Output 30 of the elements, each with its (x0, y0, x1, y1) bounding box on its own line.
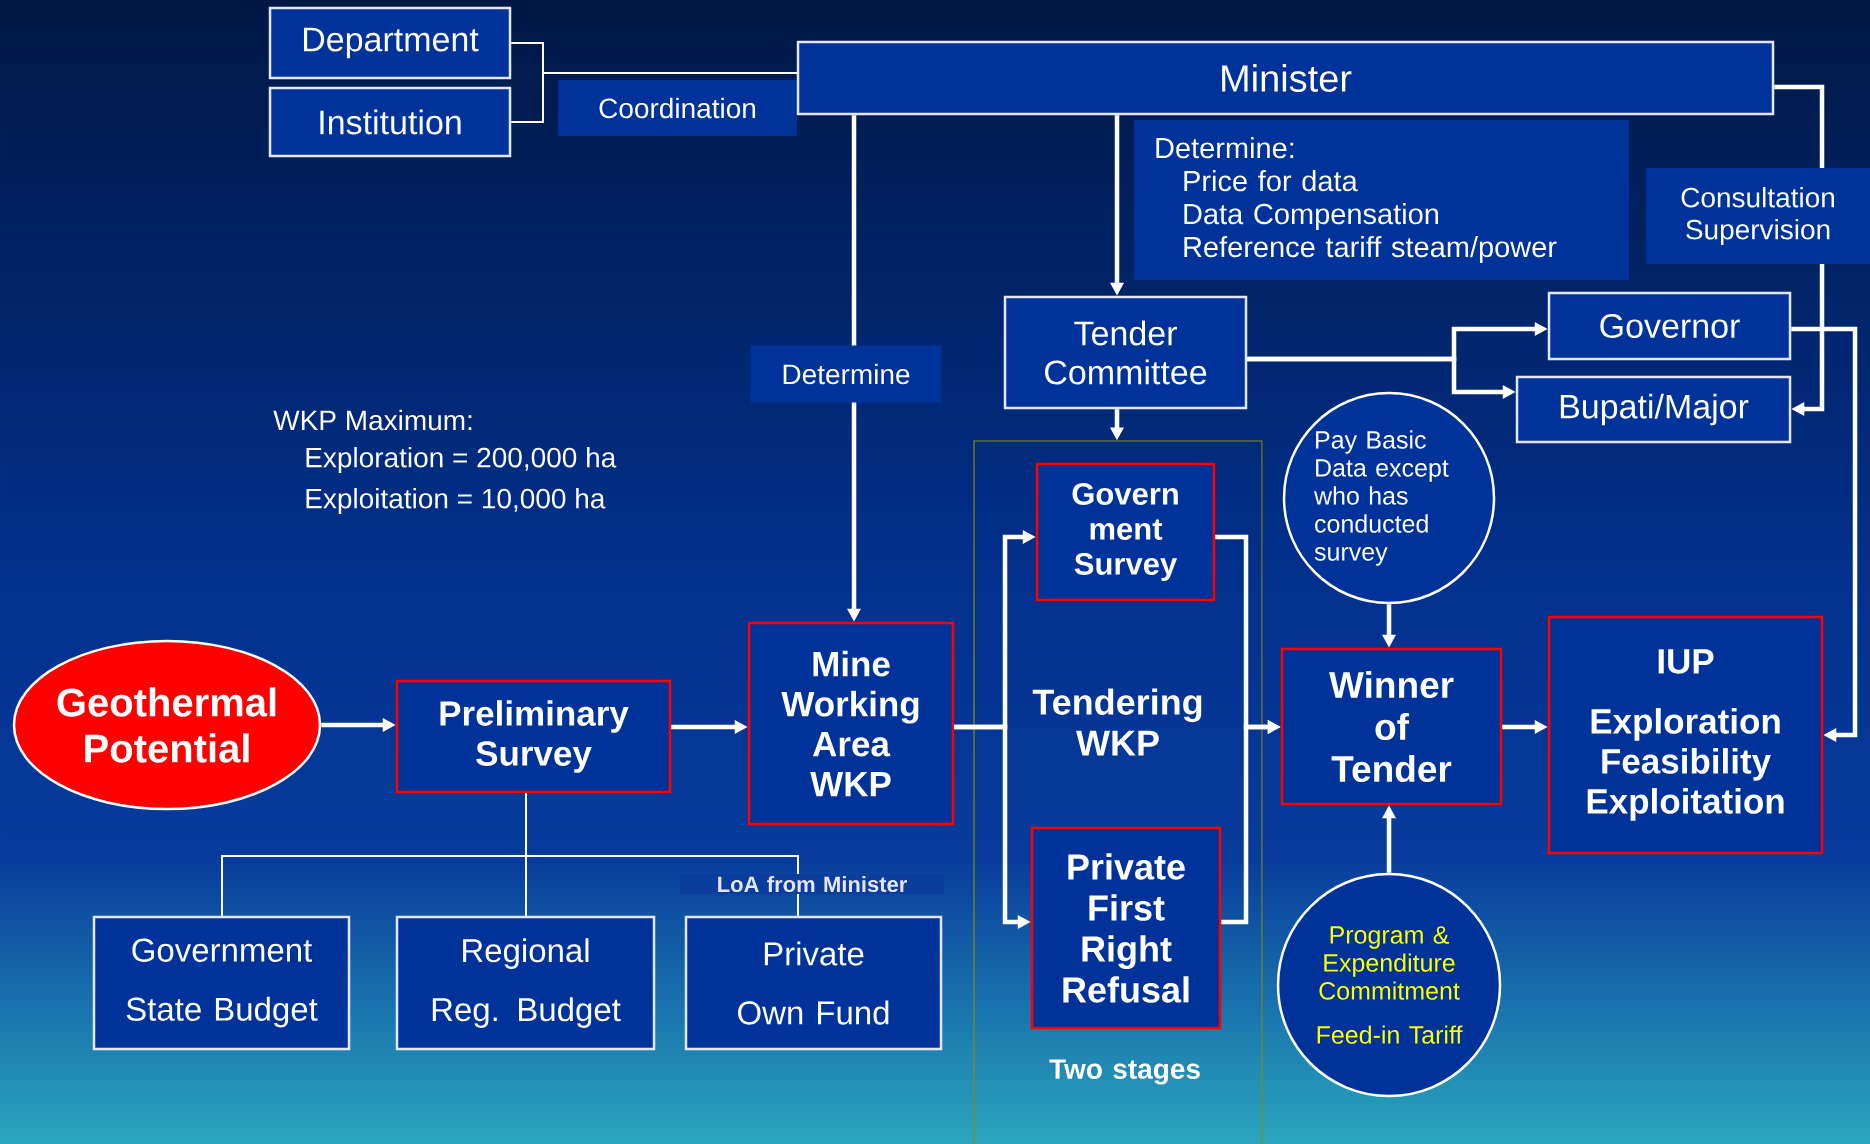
note-box: Determine: Price for data Data Compensation Reference tariff steam/power (1134, 120, 1629, 280)
connector-line (510, 72, 798, 123)
circle-node: Pay Basic Data except who has conducted survey (1282, 391, 1496, 605)
circle-node: Program & Expenditure Commitment Feed-in Tariff (1276, 872, 1502, 1098)
note-text: Exploration = 200,000 ha (306, 446, 617, 474)
funding-box: Government State Budget (92, 915, 351, 1051)
process-box: Tender Committee (1003, 295, 1248, 410)
process-box: Governor (1547, 291, 1792, 361)
edge-label: Determine (750, 345, 942, 403)
funding-box: Regional Reg. Budget (395, 915, 656, 1051)
process-box: Private First Right Refusal (1030, 826, 1222, 1030)
note-text: Exploitation = 10,000 ha (306, 487, 606, 515)
frame-title: Two stages (1049, 1059, 1200, 1085)
note-text: WKP Maximum: (273, 409, 472, 431)
process-box: Preliminary Survey (395, 679, 672, 794)
box: Minister (796, 40, 1775, 116)
process-box: Govern ment Survey (1035, 462, 1216, 602)
edge-label: LoA from Minister (680, 873, 944, 895)
process-box: Bupati/Major (1515, 375, 1792, 444)
box: Department (268, 6, 512, 80)
process-box: Mine Working Area WKP (747, 621, 955, 826)
process-box: IUP Exploration Feasibility Exploitation (1547, 615, 1824, 855)
arrow (1791, 326, 1858, 743)
box: Coordination (558, 80, 797, 136)
process-box: Winner of Tender (1280, 647, 1503, 806)
box: Institution (268, 86, 512, 158)
funding-box: Private Own Fund (684, 915, 943, 1051)
frame-title: Tendering WKP (1032, 688, 1202, 756)
connector-line (525, 792, 799, 917)
edge-label: Consultation Supervision (1646, 168, 1870, 264)
